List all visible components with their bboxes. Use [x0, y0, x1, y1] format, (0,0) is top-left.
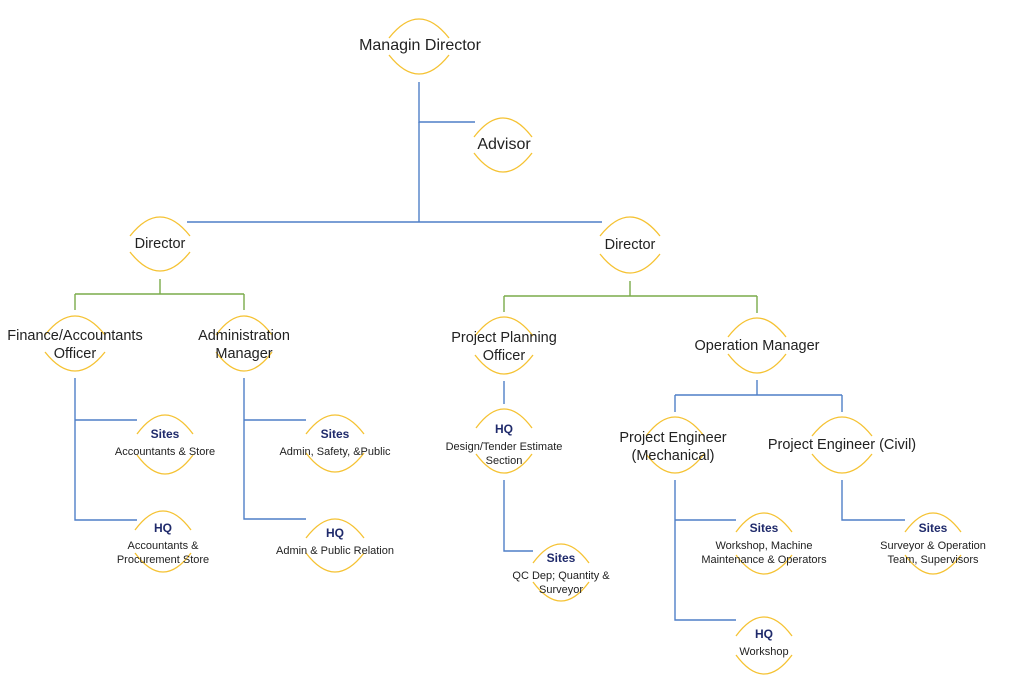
- operation-manager-top-arc: [727, 317, 787, 338]
- mech-sites-top-arc: [735, 512, 793, 533]
- finance-officer-label: Finance/Accountants Officer: [0, 327, 150, 363]
- mech-hq-bottom-arc: [735, 654, 793, 675]
- mech-hq-line1: Workshop: [739, 646, 789, 658]
- connectors: [74, 82, 905, 621]
- admin-hq-bottom-arc: [305, 552, 365, 573]
- planning-hq-to-sites-connector: [503, 480, 533, 552]
- admin-sites-heading: Sites: [320, 427, 350, 441]
- md-to-advisor-connector: [418, 82, 475, 123]
- project-engineer-mech-label: Project Engineer (Mechanical): [613, 429, 733, 465]
- civil-sites-top-arc: [904, 512, 962, 533]
- finance-officer-line1: Finance/Accountants: [7, 328, 143, 344]
- admin-sites-bottom-arc: [305, 452, 365, 473]
- admin-to-subunits-connector: [243, 378, 306, 520]
- director-left-bottom-arc: [129, 251, 191, 272]
- project-planning-officer-line2: Officer: [482, 348, 526, 365]
- mech-sites-heading: Sites: [749, 521, 779, 535]
- mech-to-subunits-connector: [674, 480, 736, 621]
- admin-sites-label: Sites Admin, Safety, &Public: [270, 427, 400, 460]
- admin-manager-top-arc: [215, 315, 273, 336]
- finance-hq-heading: HQ: [154, 521, 172, 535]
- finance-sites-bottom-arc: [136, 454, 194, 475]
- advisor-bottom-arc: [473, 152, 533, 173]
- managing-director-top-arc: [388, 18, 450, 39]
- mech-hq-heading: HQ: [755, 627, 773, 641]
- mech-sites-bottom-arc: [735, 554, 793, 575]
- civil-sites-label: Sites Surveyor & Operation Team, Supervi…: [863, 521, 1003, 568]
- project-engineer-civil-bottom-arc: [811, 453, 873, 474]
- admin-hq-top-arc: [305, 518, 365, 539]
- project-engineer-mech-top-arc: [645, 416, 705, 437]
- finance-hq-label: HQ Accountants & Procurement Store: [103, 521, 223, 568]
- project-planning-officer-bottom-arc: [474, 354, 534, 375]
- project-engineer-civil-top-arc: [811, 416, 873, 437]
- project-planning-officer-label: Project Planning Officer: [444, 329, 564, 365]
- admin-manager-line1: Administration: [198, 328, 290, 344]
- director-left-top-arc: [129, 216, 191, 237]
- managing-director-label: Managin Director: [359, 37, 481, 54]
- director-right-bottom-arc: [599, 253, 661, 274]
- planning-hq-line1: Design/Tender Estimate: [445, 441, 563, 453]
- finance-officer-top-arc: [44, 315, 106, 336]
- planning-hq-bottom-arc: [475, 453, 533, 474]
- civil-sites-heading: Sites: [918, 521, 948, 535]
- planning-hq-label: HQ Design/Tender Estimate Section: [434, 422, 574, 469]
- advisor-label: Advisor: [477, 136, 531, 153]
- mech-sites-label: Sites Workshop, Machine Maintenance & Op…: [694, 521, 834, 568]
- planning-hq-line2: Section: [485, 454, 523, 467]
- managing-director-bottom-arc: [388, 54, 450, 75]
- operation-manager-bottom-arc: [727, 353, 787, 374]
- mech-sites-line2: Maintenance & Operators: [701, 553, 827, 566]
- admin-manager-line2: Manager: [215, 346, 273, 363]
- finance-officer-bottom-arc: [44, 351, 106, 372]
- finance-sites-line1: Accountants & Store: [114, 446, 216, 458]
- project-engineer-civil-label: Project Engineer (Civil): [767, 437, 917, 453]
- planning-hq-heading: HQ: [495, 422, 513, 436]
- civil-sites-line1: Surveyor & Operation: [880, 540, 986, 552]
- finance-sites-heading: Sites: [150, 427, 180, 441]
- admin-hq-label: HQ Admin & Public Relation: [265, 526, 405, 559]
- planning-sites-line2: Surveyor: [538, 583, 584, 596]
- finance-sites-label: Sites Accountants & Store: [105, 427, 225, 460]
- operation-manager-label: Operation Manager: [694, 338, 820, 354]
- planning-sites-label: Sites QC Dep; Quantity & Surveyor: [496, 551, 626, 598]
- project-engineer-mech-line2: (Mechanical): [631, 448, 715, 465]
- mech-hq-top-arc: [735, 616, 793, 637]
- director-right-top-arc: [599, 216, 661, 237]
- finance-to-subunits-connector: [74, 378, 137, 521]
- mech-hq-label: HQ Workshop: [714, 627, 814, 660]
- admin-sites-top-arc: [305, 414, 365, 435]
- civil-sites-line2: Team, Supervisors: [887, 553, 979, 566]
- project-engineer-mech-line1: Project Engineer: [619, 430, 727, 446]
- project-engineer-mech-bottom-arc: [645, 453, 705, 474]
- mech-sites-line1: Workshop, Machine: [715, 540, 813, 552]
- director-left-label: Director: [134, 236, 186, 252]
- planning-sites-top-arc: [532, 543, 590, 564]
- finance-sites-top-arc: [136, 414, 194, 435]
- project-planning-officer-line1: Project Planning: [451, 330, 557, 346]
- civil-sites-bottom-arc: [904, 554, 962, 575]
- planning-sites-line1: QC Dep; Quantity &: [512, 570, 610, 582]
- advisor-top-arc: [473, 117, 533, 138]
- finance-hq-line1: Accountants &: [127, 540, 199, 552]
- director-right-label: Director: [604, 237, 656, 253]
- admin-hq-line1: Admin & Public Relation: [275, 545, 394, 557]
- planning-sites-heading: Sites: [546, 551, 576, 565]
- admin-manager-bottom-arc: [215, 351, 273, 372]
- admin-hq-heading: HQ: [326, 526, 344, 540]
- finance-hq-top-arc: [134, 510, 192, 531]
- admin-sites-line1: Admin, Safety, &Public: [279, 446, 391, 458]
- finance-hq-bottom-arc: [134, 552, 192, 573]
- finance-officer-line2: Officer: [53, 346, 97, 363]
- finance-hq-line2: Procurement Store: [116, 553, 210, 566]
- admin-manager-label: Administration Manager: [184, 327, 304, 363]
- node-arcs: [44, 18, 962, 675]
- project-planning-officer-top-arc: [474, 316, 534, 337]
- planning-sites-bottom-arc: [532, 581, 590, 602]
- planning-hq-top-arc: [475, 408, 533, 429]
- civil-to-sites-connector: [841, 480, 905, 521]
